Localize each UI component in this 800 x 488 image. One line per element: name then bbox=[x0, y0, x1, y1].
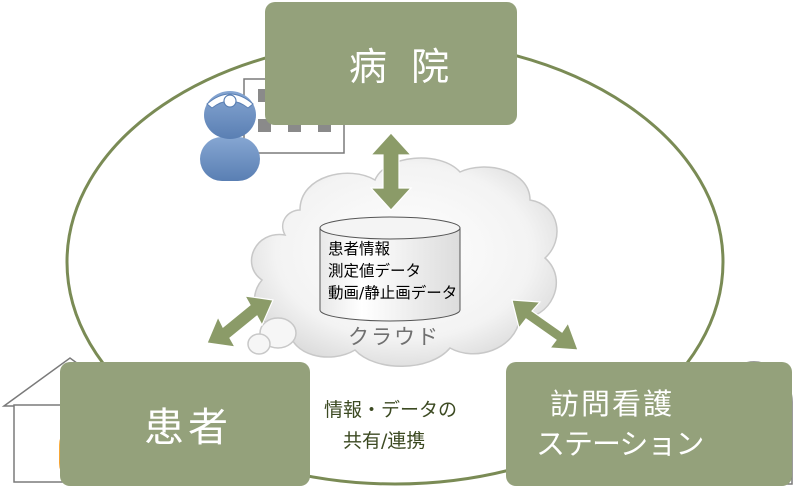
doctor-person-icon bbox=[200, 91, 260, 181]
patient-node: 患者 bbox=[60, 362, 310, 486]
patient-label: 患者 bbox=[144, 405, 232, 451]
sharing-label-line2: 共有/連携 bbox=[343, 430, 426, 452]
arrow-station-cloud bbox=[511, 299, 579, 351]
database-item-patient-info: 患者情報 bbox=[328, 240, 391, 258]
station-label-line1: 訪問看護 bbox=[550, 387, 675, 421]
arrow-patient-cloud bbox=[206, 295, 274, 348]
database-item-measurement-data: 測定値データ bbox=[328, 262, 422, 280]
arrow-hospital-cloud bbox=[369, 132, 413, 211]
database-item-image-data: 動画/静止画データ bbox=[328, 284, 458, 302]
sharing-label-line1: 情報・データの bbox=[324, 399, 458, 421]
nursing-station-node: 訪問看護 ステーション bbox=[506, 362, 792, 486]
database-cylinder bbox=[319, 216, 461, 322]
cloud-label: クラウド bbox=[348, 325, 440, 349]
hospital-label: 病 院 bbox=[349, 45, 456, 89]
hospital-node: 病 院 bbox=[265, 2, 517, 125]
station-label-line2: ステーション bbox=[536, 427, 704, 461]
